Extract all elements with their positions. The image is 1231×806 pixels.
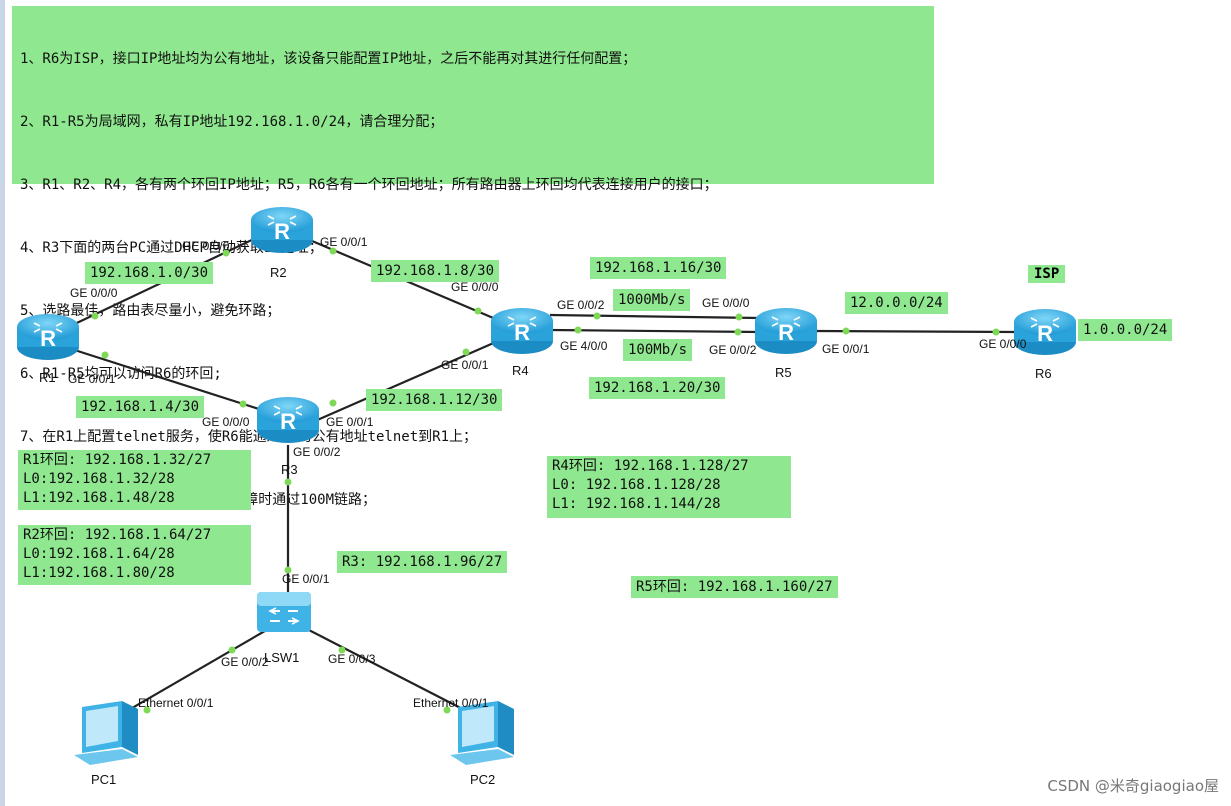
- requirement-3: 3、R1、R2、R4，各有两个环回IP地址；R5，R6各有一个环回地址；所有路由…: [20, 177, 718, 193]
- port-pc1-eth: Ethernet 0/0/1: [138, 696, 214, 710]
- loopback-r5-note: R5环回: 192.168.1.160/27: [631, 576, 838, 598]
- loopback-r2-l0: L0:192.168.1.64/28: [23, 546, 175, 562]
- loopback-r4-l1: L1: 192.168.1.144/28: [552, 496, 721, 512]
- loopback-r1-l0: L0:192.168.1.32/28: [23, 471, 175, 487]
- requirement-4: 4、R3下面的两台PC通过DHCP自动获取IP地址；: [20, 240, 323, 256]
- loopback-r2-l1: L1:192.168.1.80/28: [23, 565, 175, 581]
- speed-fast-link: 100Mb/s: [623, 339, 693, 361]
- port-r3-g000: GE 0/0/0: [202, 415, 250, 429]
- link-r4-r5-gig: [549, 313, 761, 320]
- port-lsw1-g002: GE 0/0/2: [221, 655, 269, 669]
- device-name-r1: R1: [39, 370, 56, 385]
- port-r3-g001: GE 0/0/1: [326, 415, 374, 429]
- loopback-r1-title: R1环回: 192.168.1.32/27: [23, 452, 212, 468]
- port-r5-g002: GE 0/0/2: [709, 343, 757, 357]
- requirements-note: 1、R6为ISP，接口IP地址均为公有地址，该设备只能配置IP地址，之后不能再对…: [12, 6, 934, 508]
- subnet-r6-loopback: 1.0.0.0/24: [1078, 319, 1173, 341]
- subnet-r4-r5-b: 192.168.1.20/30: [589, 377, 726, 399]
- pc1-icon[interactable]: [74, 701, 138, 765]
- port-r5-g000: GE 0/0/0: [702, 296, 750, 310]
- switch-lsw1-icon[interactable]: [257, 592, 311, 632]
- port-r1-g001: GE 0/0/1: [68, 372, 116, 386]
- port-r5-g001: GE 0/0/1: [822, 342, 870, 356]
- subnet-r1-r2: 192.168.1.0/30: [85, 262, 214, 284]
- device-name-r5: R5: [775, 365, 792, 380]
- subnet-r3-r4: 192.168.1.12/30: [366, 389, 503, 411]
- port-lsw1-g003: GE 0/0/3: [328, 652, 376, 666]
- router-r1-icon[interactable]: [16, 313, 80, 361]
- port-lsw1-g001: GE 0/0/1: [282, 572, 330, 586]
- port-r4-g000: GE 0/0/0: [451, 280, 499, 294]
- device-name-r6: R6: [1035, 366, 1052, 381]
- link-lsw1-pc2: [304, 627, 481, 719]
- device-name-lsw1: LSW1: [264, 650, 300, 665]
- left-border: [0, 0, 5, 806]
- link-r1-r3: [61, 344, 263, 412]
- requirement-1: 1、R6为ISP，接口IP地址均为公有地址，该设备只能配置IP地址，之后不能再对…: [20, 51, 637, 67]
- router-r4-icon[interactable]: [490, 307, 554, 355]
- requirement-5: 5、选路最佳，路由表尽量小，避免环路；: [20, 303, 281, 319]
- loopback-r2-title: R2环回: 192.168.1.64/27: [23, 527, 212, 543]
- speed-gig-link: 1000Mb/s: [613, 289, 691, 311]
- port-r2-g001: GE 0/0/1: [320, 235, 368, 249]
- device-name-pc1: PC1: [91, 772, 117, 787]
- isp-label: ISP: [1028, 265, 1066, 283]
- requirement-7: 7、在R1上配置telnet服务，使R6能通过R5的公有地址telnet到R1上…: [20, 429, 478, 445]
- subnet-r5-r6: 12.0.0.0/24: [845, 292, 948, 314]
- port-r1-g000: GE 0/0/0: [70, 286, 118, 300]
- loopback-r4-title: R4环回: 192.168.1.128/27: [552, 458, 749, 474]
- link-r3-r4: [314, 336, 506, 423]
- router-r5-icon[interactable]: [754, 307, 818, 355]
- port-pc2-eth: Ethernet 0/0/1: [413, 696, 489, 710]
- device-name-r2: R2: [270, 265, 287, 280]
- port-r6-g000: GE 0/0/0: [979, 337, 1027, 351]
- router-r2-icon[interactable]: [250, 206, 314, 254]
- port-dots: [91, 247, 1000, 714]
- loopback-r4-l0: L0: 192.168.1.128/28: [552, 477, 721, 493]
- device-name-pc2: PC2: [470, 772, 496, 787]
- port-r4-g001: GE 0/0/1: [441, 358, 489, 372]
- device-name-r4: R4: [512, 363, 529, 378]
- device-name-r3: R3: [281, 462, 298, 477]
- loopback-r1-l1: L1:192.168.1.48/28: [23, 490, 175, 506]
- subnet-r4-r5-a: 192.168.1.16/30: [590, 257, 727, 279]
- requirement-6: 6、R1-R5均可以访问R6的环回;: [20, 366, 222, 382]
- subnet-r1-r3: 192.168.1.4/30: [76, 396, 205, 418]
- pc2-icon[interactable]: [450, 701, 514, 765]
- link-r4-r5-fast: [549, 328, 761, 334]
- port-r4-g400: GE 4/0/0: [560, 339, 608, 353]
- watermark: CSDN @米奇giaogiao屋: [1047, 777, 1219, 795]
- router-r3-icon[interactable]: [256, 396, 320, 444]
- port-r3-g002: GE 0/0/2: [293, 445, 341, 459]
- link-lsw1-pc1: [114, 627, 271, 719]
- subnet-r3-lan: R3: 192.168.1.96/27: [337, 551, 508, 573]
- port-r2-g000: GE 0/0/0: [182, 239, 230, 253]
- port-r4-g002: GE 0/0/2: [557, 298, 605, 312]
- requirement-2: 2、R1-R5为局域网，私有IP地址192.168.1.0/24，请合理分配；: [20, 114, 444, 130]
- subnet-r2-r4: 192.168.1.8/30: [371, 260, 500, 282]
